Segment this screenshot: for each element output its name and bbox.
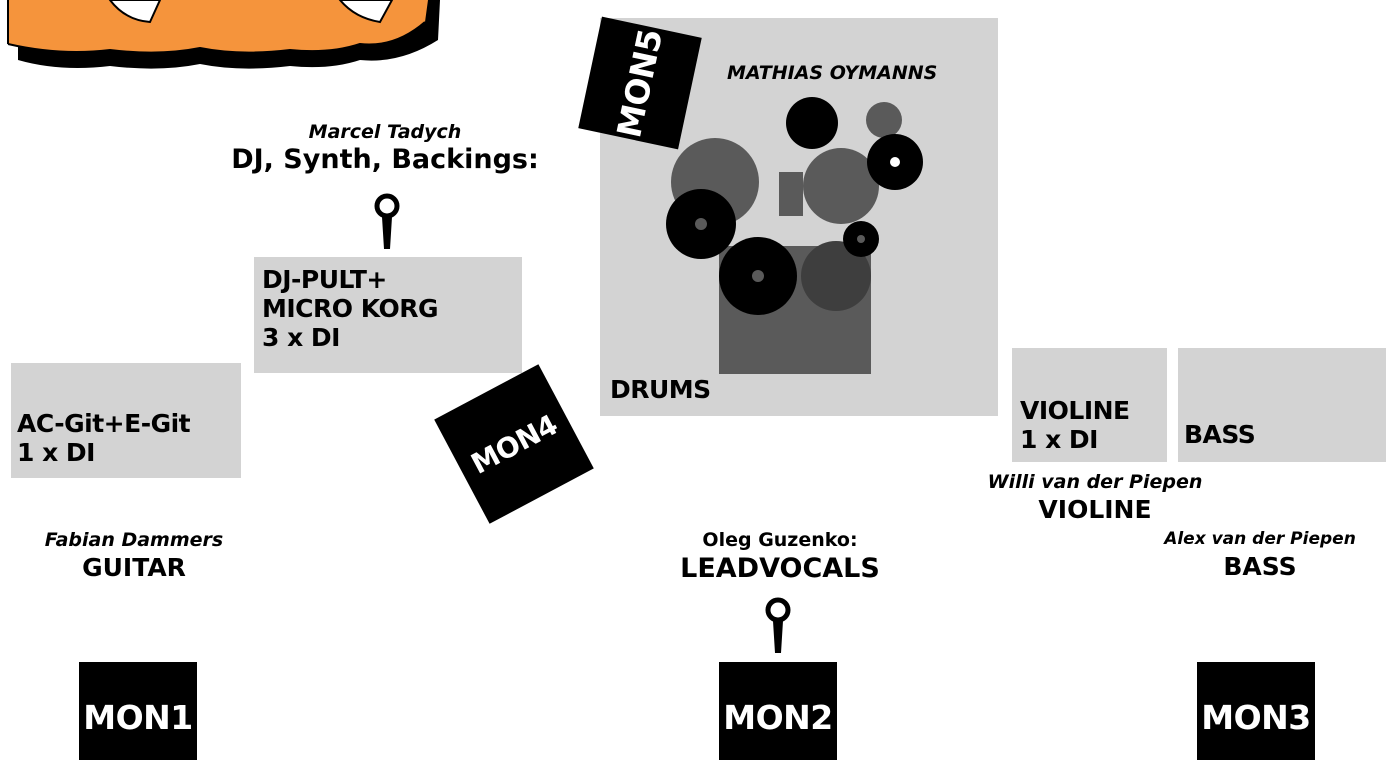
monitor-1: MON1	[79, 662, 197, 760]
guitar-label: Fabian Dammers GUITAR	[24, 529, 244, 582]
microphone-icon	[761, 597, 795, 655]
dj-name: Marcel Tadych	[200, 121, 570, 143]
drummer-name: MATHIAS OYMANNS	[727, 62, 937, 84]
hihat	[867, 134, 923, 190]
vocals-label: Oleg Guzenko: LEADVOCALS	[660, 529, 900, 584]
dj-role: DJ, Synth, Backings:	[200, 144, 570, 175]
bass-role: BASS	[1150, 552, 1370, 581]
monitor-4: MON4	[434, 364, 594, 524]
cymbal	[786, 97, 838, 149]
monitor-2-label: MON2	[723, 698, 832, 737]
guitar-rig-text: AC-Git+E-Git 1 x DI	[17, 410, 190, 468]
monitor-1-label: MON1	[83, 698, 192, 737]
bass-label: Alex van der Piepen BASS	[1150, 529, 1370, 581]
small-tom	[866, 102, 902, 138]
snare-stand	[779, 172, 803, 216]
monitor-2: MON2	[719, 662, 837, 760]
violine-label: Willi van der Piepen VIOLINE	[975, 471, 1215, 524]
monitor-4-label: MON4	[465, 408, 562, 481]
ride-cymbal	[719, 237, 797, 315]
microphone-icon	[370, 193, 404, 251]
monitor-3-label: MON3	[1201, 698, 1310, 737]
violine-role: VIOLINE	[975, 495, 1215, 524]
drum-riser-text: DRUMS	[610, 376, 711, 405]
monitor-3: MON3	[1197, 662, 1315, 760]
bass-name: Alex van der Piepen	[1150, 529, 1370, 549]
violine-rig-text: VIOLINE 1 x DI	[1020, 397, 1130, 455]
guitar-role: GUITAR	[24, 553, 244, 582]
splash-cymbal	[843, 221, 879, 257]
monitor-5-label: MON5	[610, 25, 671, 140]
band-logo	[0, 0, 445, 72]
crash-cymbal	[666, 189, 736, 259]
vocals-name: Oleg Guzenko:	[660, 529, 900, 551]
bass-rig-text: BASS	[1184, 421, 1255, 450]
vocals-role: LEADVOCALS	[660, 553, 900, 584]
dj-label: Marcel Tadych DJ, Synth, Backings:	[200, 121, 570, 175]
violine-name: Willi van der Piepen	[975, 471, 1215, 493]
guitar-name: Fabian Dammers	[24, 529, 244, 551]
dj-pult-text: DJ-PULT+ MICRO KORG 3 x DI	[262, 266, 438, 352]
